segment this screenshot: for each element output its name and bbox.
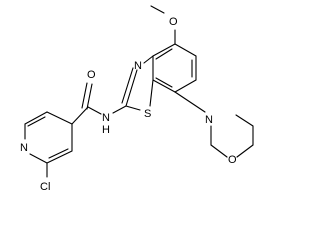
bond: [121, 67, 134, 104]
bond: [29, 153, 48, 164]
bond: [152, 79, 176, 93]
structure-diagram: O O N N H S N O N Cl: [20, 5, 254, 193]
bond: [155, 48, 173, 60]
bond: [210, 144, 228, 158]
bond: [174, 43, 197, 57]
bond: [46, 150, 73, 164]
bond: [48, 148, 69, 159]
thiazole-nitrogen-label: N: [134, 60, 142, 72]
bond: [149, 79, 154, 107]
bond: [235, 114, 254, 127]
bond: [87, 106, 102, 115]
bond: [155, 77, 173, 88]
thiazole-sulfur-label: S: [144, 108, 151, 120]
bond: [86, 83, 93, 110]
bond: [112, 105, 127, 114]
bond: [236, 144, 254, 158]
bond: [174, 91, 206, 113]
bond: [150, 5, 165, 14]
molecule-canvas: O O N N H S N O N Cl: [20, 5, 254, 193]
pyridine-nitrogen-label: N: [20, 142, 28, 154]
methoxy-oxygen-label: O: [169, 16, 178, 28]
bond: [24, 111, 48, 125]
bond: [125, 69, 138, 107]
chlorine-label: Cl: [40, 181, 50, 193]
bond: [152, 43, 176, 57]
atom-labels: O O N N H S N O N Cl: [20, 16, 237, 193]
amide-nitrogen-label: N: [102, 112, 110, 124]
amide-oxygen-label: O: [87, 69, 96, 81]
bond: [125, 105, 141, 111]
bonds: [24, 5, 254, 178]
bond: [143, 55, 154, 64]
bond: [174, 79, 197, 93]
bond: [71, 106, 89, 125]
morpholine-nitrogen-label: N: [205, 114, 213, 126]
morpholine-oxygen-label: O: [228, 154, 237, 166]
amide-hydrogen-label: H: [102, 124, 110, 136]
bond: [81, 82, 88, 109]
bond: [46, 111, 73, 125]
bond: [27, 116, 46, 127]
